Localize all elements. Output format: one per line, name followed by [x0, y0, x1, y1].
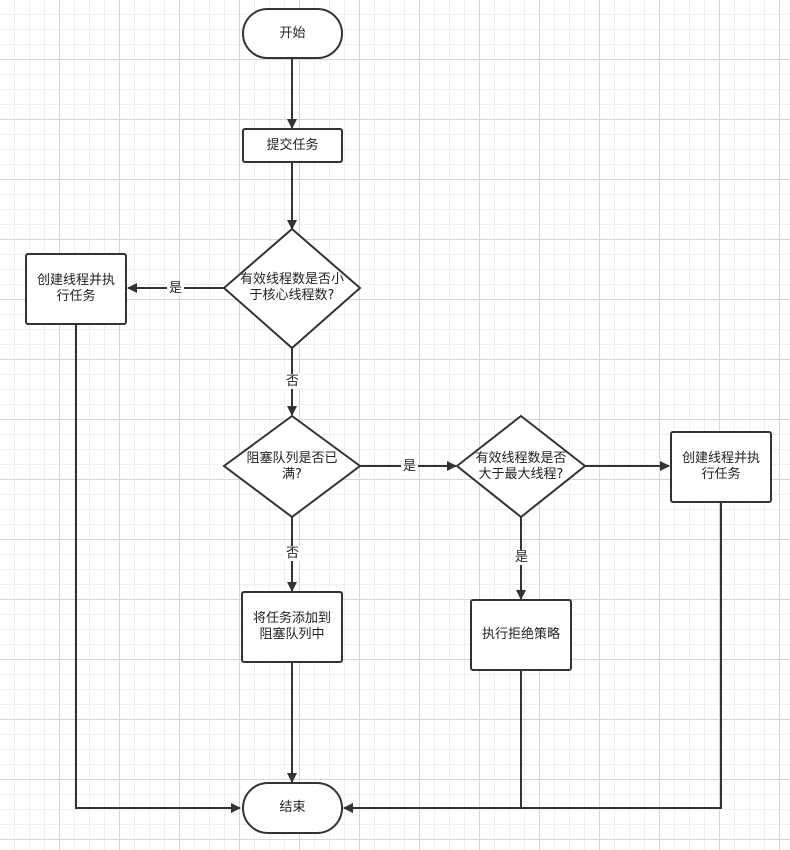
edge-reject-end	[343, 670, 522, 813]
edge-create-core-end	[75, 324, 241, 813]
edge-label-queue-yes: 是	[401, 459, 419, 474]
edge-create-extra-end	[343, 502, 722, 813]
edge-label-max-yes: 是	[513, 550, 531, 565]
decision-core-label[interactable]: 有效线程数是否小于核心线程数?	[240, 272, 345, 303]
create-thread-extra-node[interactable]: 创建线程并执行任务	[670, 431, 772, 503]
start-node[interactable]: 开始	[242, 8, 343, 59]
add-to-queue-node[interactable]: 将任务添加到阻塞队列中	[241, 591, 343, 663]
edge-label-core-no: 否	[284, 374, 302, 389]
edge-label-queue-no: 否	[284, 546, 302, 561]
submit-task-node[interactable]: 提交任务	[242, 128, 343, 163]
decision-max-label[interactable]: 有效线程数是否大于最大线程?	[475, 451, 567, 482]
edge-label-core-yes: 是	[167, 281, 185, 296]
create-thread-core-node[interactable]: 创建线程并执行任务	[25, 253, 127, 325]
reject-policy-node[interactable]: 执行拒绝策略	[470, 599, 572, 671]
end-node[interactable]: 结束	[242, 782, 343, 834]
decision-queue-full-label[interactable]: 阻塞队列是否已满?	[246, 451, 338, 482]
